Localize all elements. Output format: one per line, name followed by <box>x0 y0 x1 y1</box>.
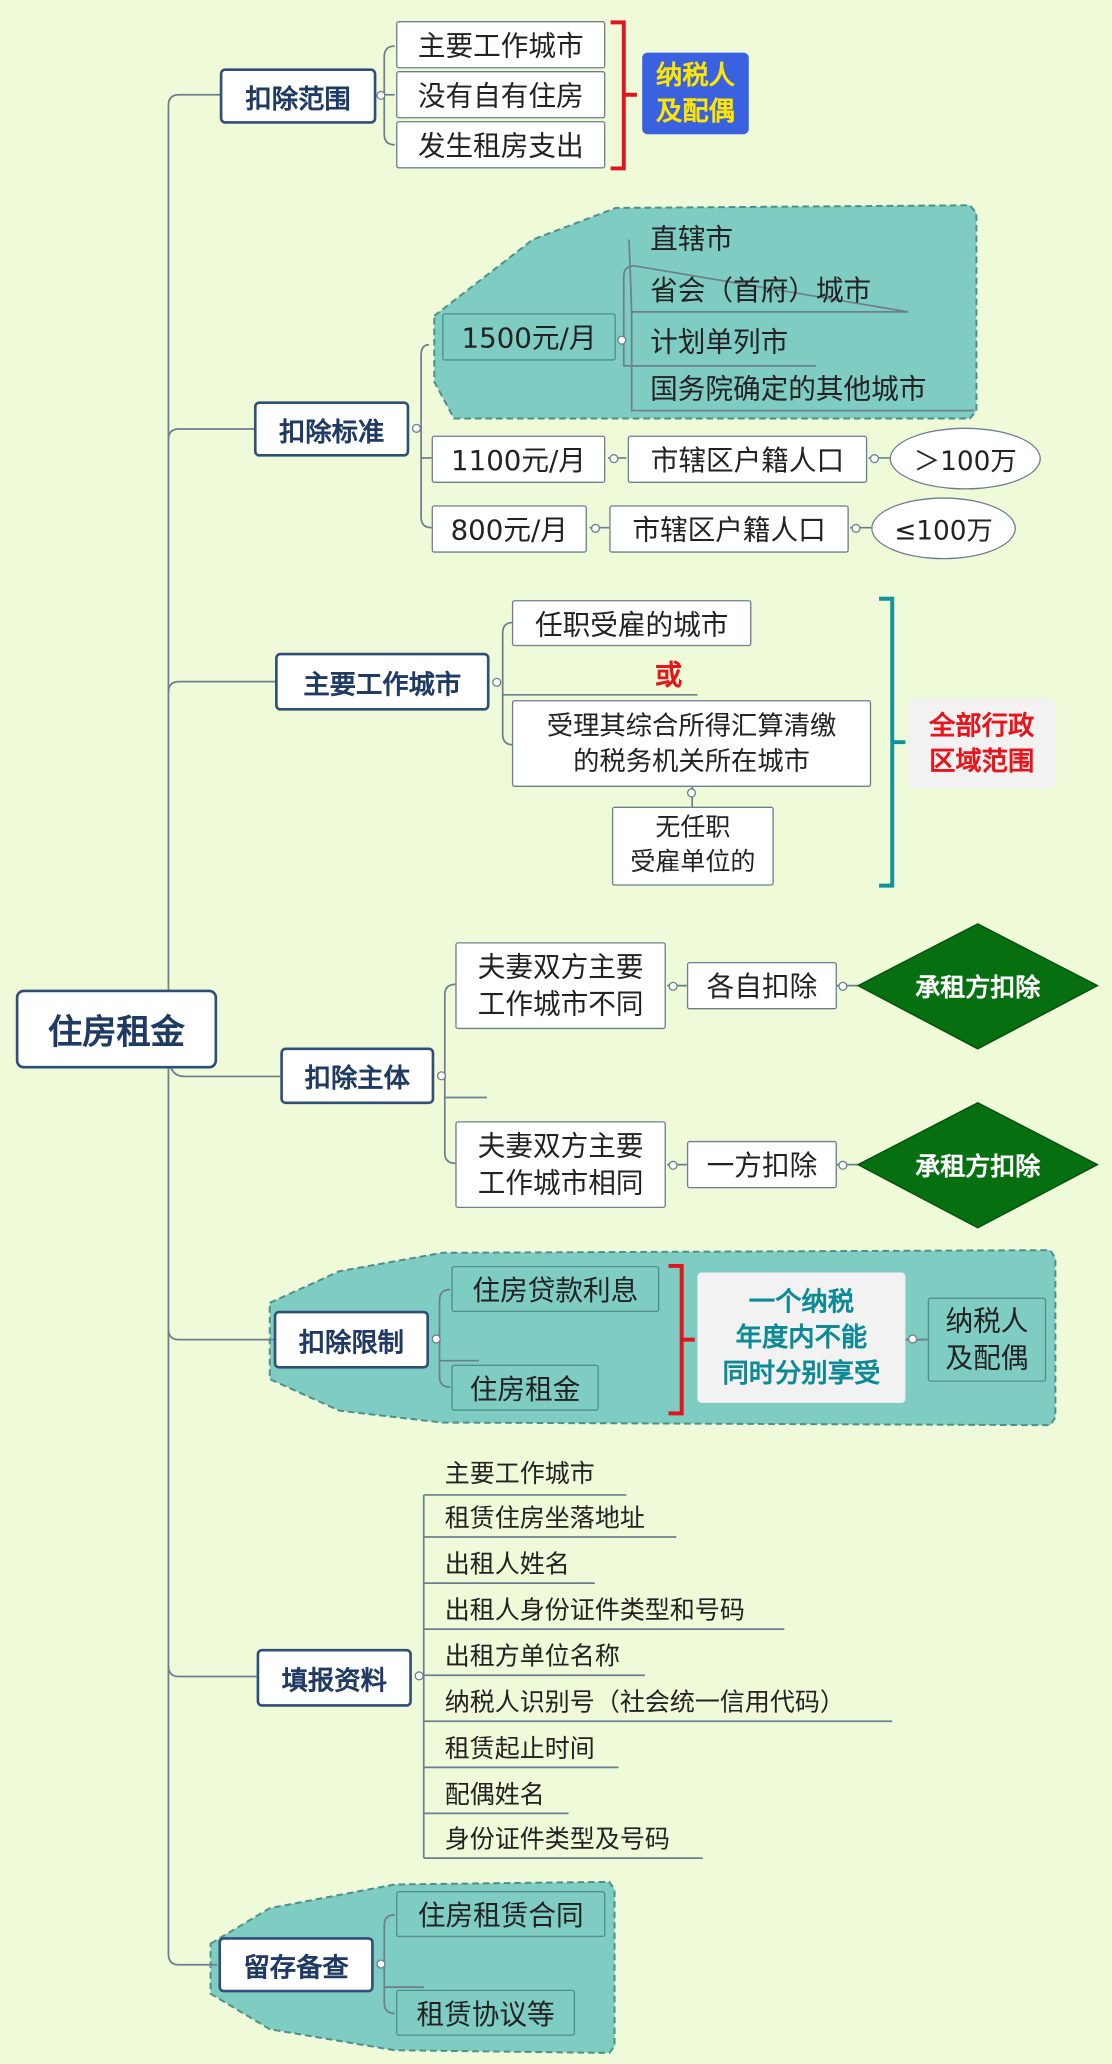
subject-situation[interactable]: 夫妻双方主要 工作城市不同 <box>455 942 666 1030</box>
connector-dot <box>869 454 880 464</box>
subject-who: 承租方扣除 <box>915 1152 1041 1182</box>
retain-topic[interactable]: 留存备查 <box>218 1937 374 1993</box>
root-topic[interactable]: 住房租金 <box>15 989 218 1069</box>
limit-item[interactable]: 住房租金 <box>451 1364 599 1411</box>
material-item[interactable]: 出租方单位名称 <box>444 1641 620 1671</box>
material-item[interactable]: 租赁起止时间 <box>444 1733 595 1763</box>
connector-dot <box>838 1160 848 1170</box>
connector-dot <box>590 523 601 533</box>
main-city-option-b-note[interactable]: 无任职 受雇单位的 <box>611 806 774 886</box>
scope-item[interactable]: 发生租房支出 <box>396 121 606 169</box>
connector-dot <box>686 788 697 798</box>
city-type[interactable]: 计划单列市 <box>650 326 789 358</box>
subject-who-diamond-1 <box>856 923 1099 1050</box>
connector-dot <box>492 677 502 687</box>
condition-population[interactable]: 市辖区户籍人口 <box>627 435 868 483</box>
standard-amount-1500[interactable]: 1500元/月 <box>442 313 616 361</box>
materials-topic[interactable]: 填报资料 <box>256 1648 412 1707</box>
scope-item[interactable]: 主要工作城市 <box>396 21 606 69</box>
main-city-scope-note: 全部行政 区域范围 <box>908 698 1056 789</box>
main-city-topic[interactable]: 主要工作城市 <box>275 652 490 711</box>
subject-rule[interactable]: 一方扣除 <box>686 1140 837 1189</box>
material-item[interactable]: 身份证件类型及号码 <box>444 1824 670 1854</box>
city-type[interactable]: 直辖市 <box>650 223 733 256</box>
retain-item[interactable]: 住房租赁合同 <box>396 1891 606 1938</box>
connector-dot <box>376 90 386 101</box>
scope-note: 纳税人 及配偶 <box>642 52 749 135</box>
limit-target[interactable]: 纳税人 及配偶 <box>927 1297 1047 1382</box>
threshold-below: ≤100万 <box>871 497 1016 560</box>
scope-topic[interactable]: 扣除范围 <box>219 68 377 124</box>
city-type[interactable]: 省会（首府）城市 <box>650 275 872 307</box>
main-city-option-a[interactable]: 任职受雇的城市 <box>511 600 752 647</box>
connector-dot <box>376 1959 386 1969</box>
main-city-option-b[interactable]: 受理其综合所得汇算清缴 的税务机关所在城市 <box>511 700 872 787</box>
threshold-above: ＞100万 <box>889 427 1041 490</box>
connector-dot <box>838 981 848 991</box>
limit-topic[interactable]: 扣除限制 <box>273 1310 430 1369</box>
limit-item[interactable]: 住房贷款利息 <box>451 1265 660 1313</box>
material-item[interactable]: 出租人姓名 <box>444 1549 570 1579</box>
standard-amount-1100[interactable]: 1100元/月 <box>431 435 606 483</box>
material-item[interactable]: 出租人身份证件类型和号码 <box>444 1595 745 1625</box>
connector-dot <box>668 981 678 991</box>
connector-dot <box>668 1160 678 1170</box>
retain-item[interactable]: 租赁协议等 <box>396 1989 576 2036</box>
subject-who: 承租方扣除 <box>915 973 1041 1003</box>
connector-dot <box>851 523 861 533</box>
connector-dot <box>414 1671 424 1681</box>
scope-item[interactable]: 没有自有住房 <box>396 71 606 119</box>
or-label: 或 <box>654 659 683 691</box>
material-item[interactable]: 租赁住房坐落地址 <box>444 1503 645 1533</box>
standard-topic[interactable]: 扣除标准 <box>253 401 410 457</box>
subject-topic[interactable]: 扣除主体 <box>280 1047 435 1105</box>
material-item[interactable]: 纳税人识别号（社会统一信用代码） <box>444 1687 845 1717</box>
city-type[interactable]: 国务院确定的其他城市 <box>650 373 927 406</box>
subject-situation[interactable]: 夫妻双方主要 工作城市相同 <box>455 1121 666 1209</box>
subject-who-diamond-2 <box>856 1102 1099 1229</box>
connector-dot <box>908 1334 918 1344</box>
standard-amount-800[interactable]: 800元/月 <box>431 505 587 553</box>
material-item[interactable]: 配偶姓名 <box>444 1779 545 1809</box>
connector-dot <box>411 423 422 433</box>
connector-dot <box>431 1334 441 1344</box>
limit-note: 一个纳税 年度内不能 同时分别享受 <box>697 1272 906 1403</box>
material-item[interactable]: 主要工作城市 <box>444 1458 595 1488</box>
condition-population[interactable]: 市辖区户籍人口 <box>609 505 849 553</box>
connector-dot <box>609 454 619 464</box>
connector-dot <box>436 1071 447 1081</box>
subject-rule[interactable]: 各自扣除 <box>686 961 837 1010</box>
connector-dot <box>617 335 627 345</box>
